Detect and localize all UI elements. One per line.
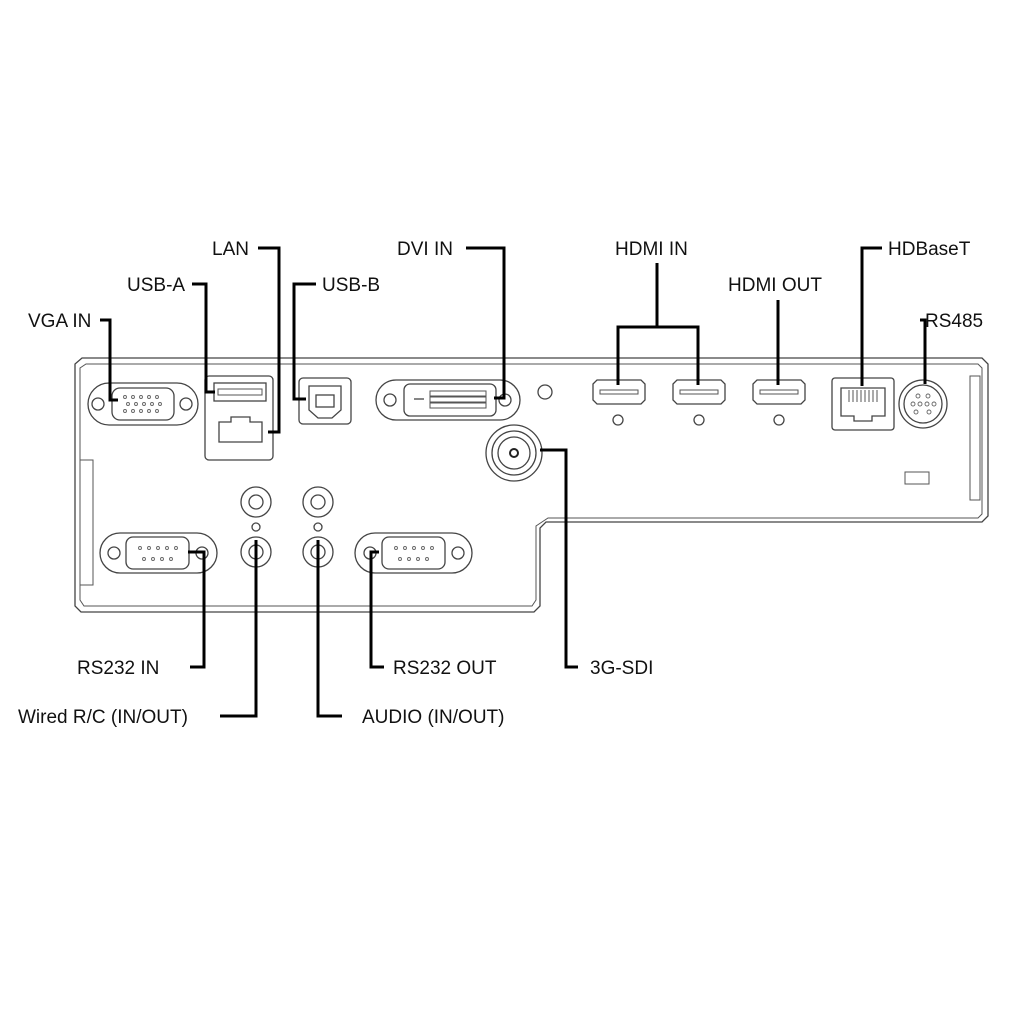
usb-a-lan-port: [204, 375, 274, 461]
leader-dvi-in: [466, 246, 506, 400]
label-vga-in: VGA IN: [28, 311, 91, 332]
leader-rs232-in: [188, 550, 206, 669]
label-usb-a: USB-A: [127, 275, 185, 296]
vga-in-port: [87, 382, 199, 426]
rs485-port: [898, 379, 948, 429]
usb-b-port: [298, 377, 352, 425]
leader-3g-sdi: [540, 448, 578, 669]
leader-hdbaset: [860, 246, 882, 386]
hdmi-out-port: [752, 379, 806, 426]
label-wired-rc: Wired R/C (IN/OUT): [18, 707, 188, 728]
label-hdmi-in: HDMI IN: [615, 239, 688, 260]
leader-usb-a: [192, 282, 215, 394]
leader-lines: [100, 246, 927, 718]
label-usb-b: USB-B: [322, 275, 380, 296]
label-hdmi-out: HDMI OUT: [728, 275, 822, 296]
label-hdbaset: HDBaseT: [888, 239, 971, 260]
leader-usb-b: [292, 282, 316, 401]
rs232-out-port: [354, 532, 473, 574]
label-rs232-in: RS232 IN: [77, 658, 159, 679]
dvi-in-port: [375, 379, 521, 421]
leader-rs232-out: [369, 550, 384, 669]
label-audio: AUDIO (IN/OUT): [362, 707, 505, 728]
leader-hdmi-in: [616, 325, 700, 385]
hdmi-in-1-port: [592, 379, 646, 426]
screw-icon: [537, 384, 553, 400]
label-rs485: RS485: [925, 311, 983, 332]
sdi-bnc-port: [485, 424, 543, 482]
leader-wired-rc: [220, 540, 258, 718]
label-rs232-out: RS232 OUT: [393, 658, 497, 679]
label-lan: LAN: [212, 239, 249, 260]
label-3g-sdi: 3G-SDI: [590, 658, 653, 679]
rs232-in-port: [99, 532, 218, 574]
leader-rs485: [920, 318, 927, 384]
leader-audio: [316, 540, 342, 718]
leader-vga-in: [100, 318, 118, 402]
label-dvi-in: DVI IN: [397, 239, 453, 260]
hdmi-in-2-port: [672, 379, 726, 426]
panel-outline: [74, 357, 989, 613]
leader-lan: [258, 246, 281, 434]
